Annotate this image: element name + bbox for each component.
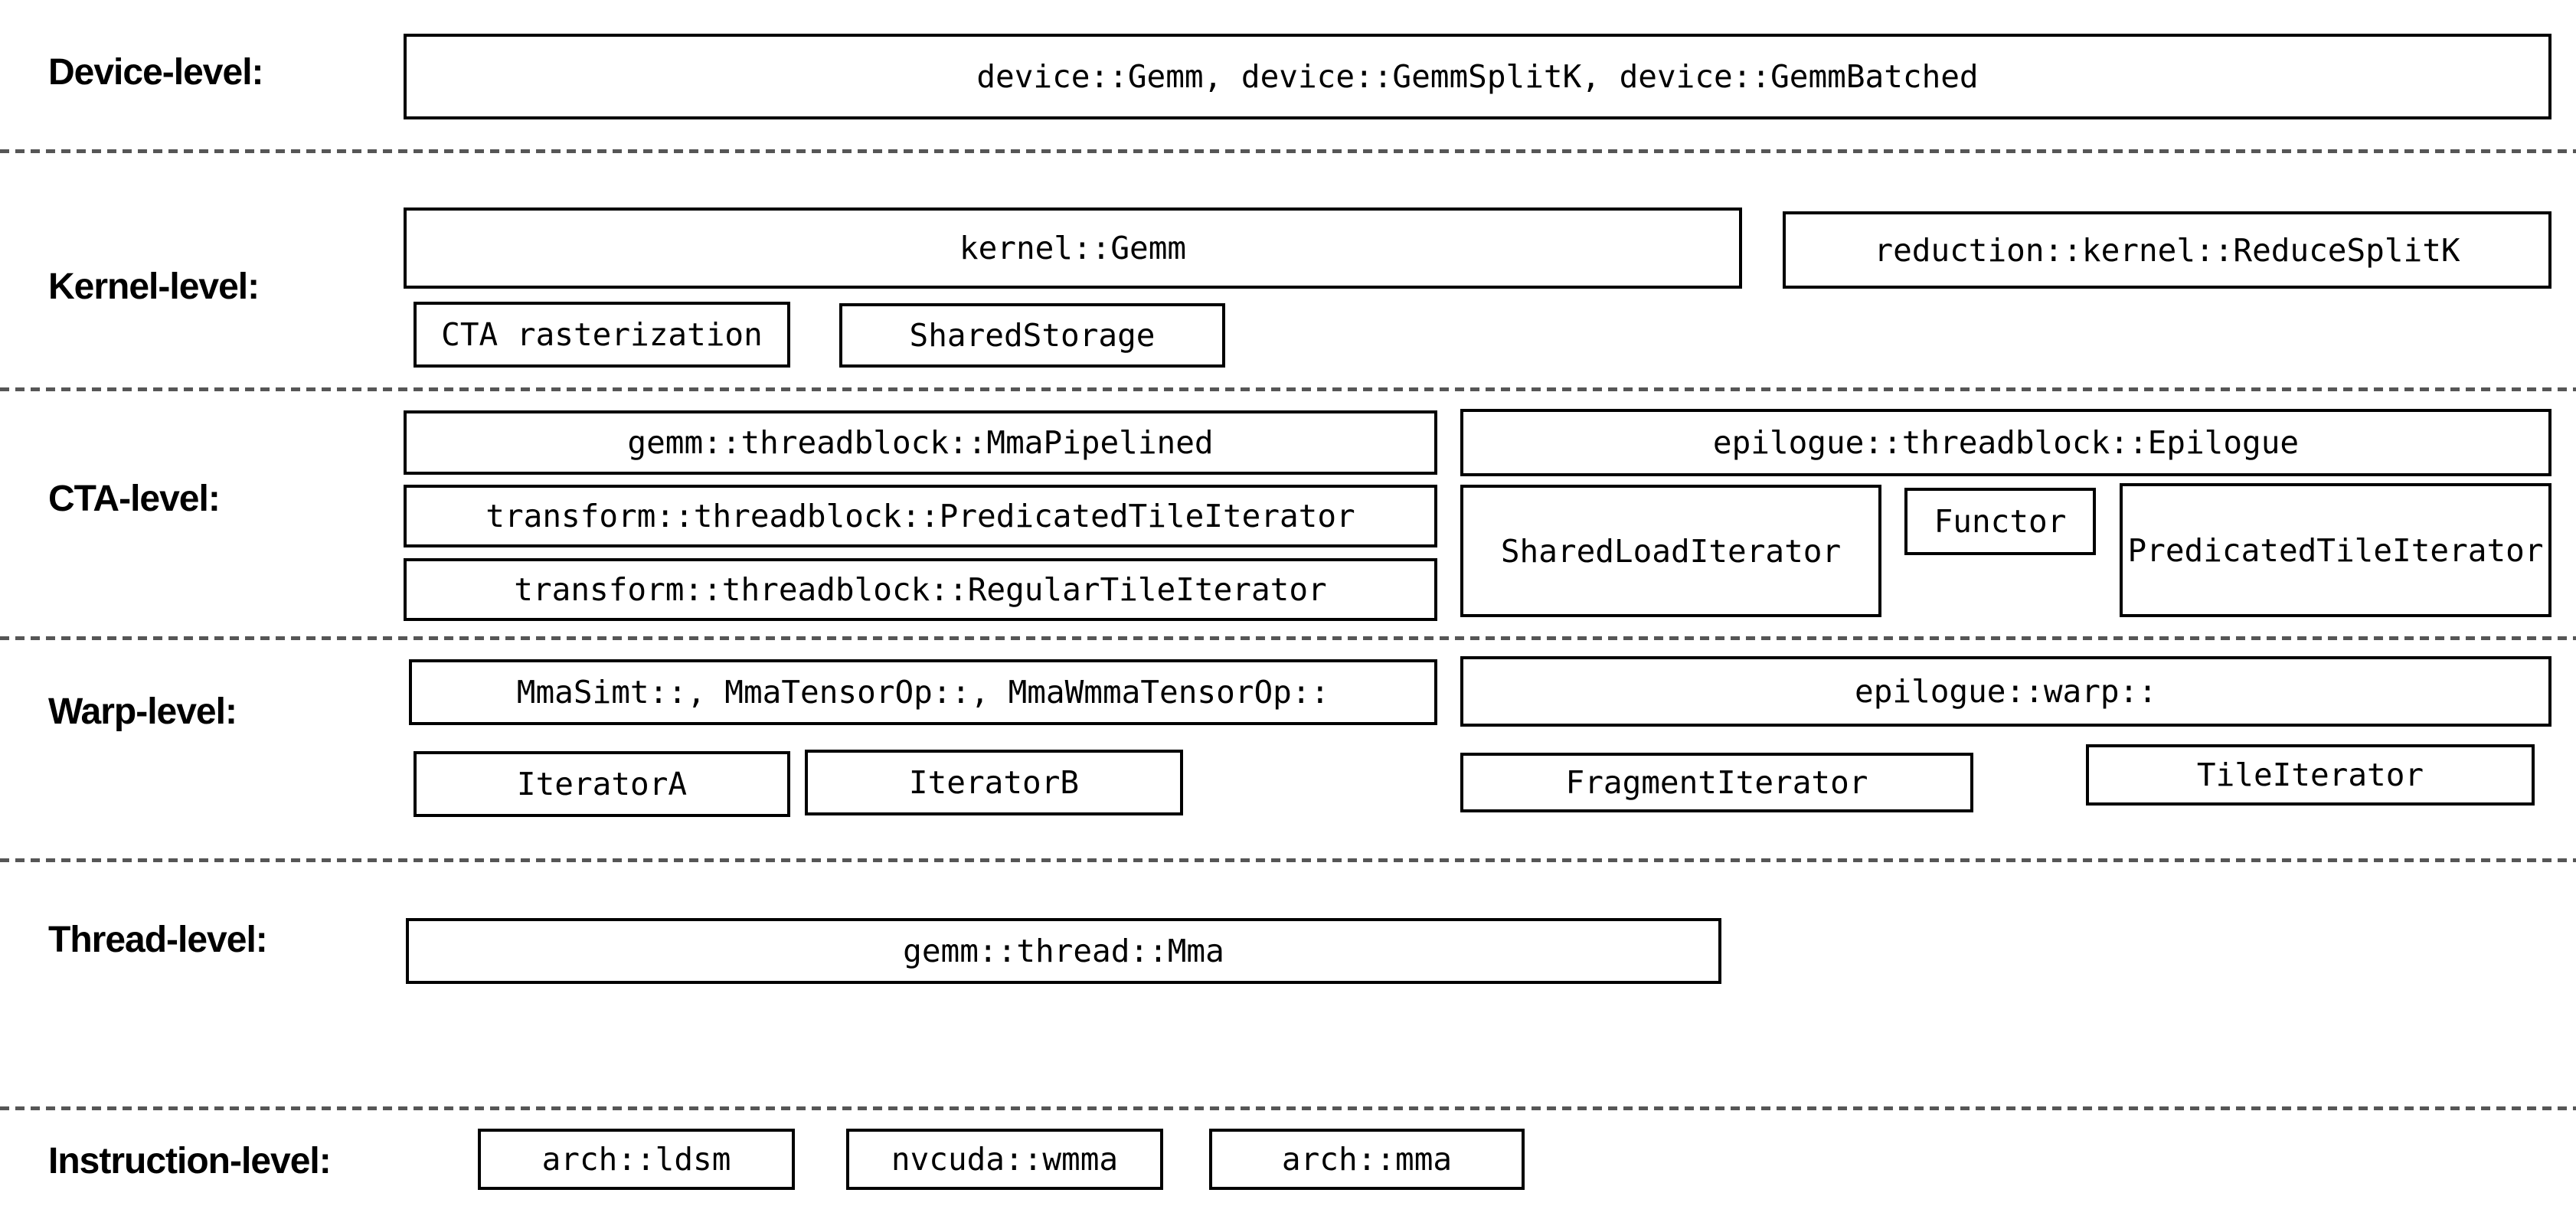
dashed-separator-3 (0, 636, 2576, 640)
box-shared-load-iterator: SharedLoadIterator (1460, 485, 1881, 617)
box-epilogue-predicated-tile-iterator: PredicatedTileIterator (2120, 483, 2551, 617)
dashed-separator-4 (0, 858, 2576, 862)
box-functor: Functor (1904, 488, 2096, 555)
dashed-separator-2 (0, 387, 2576, 391)
box-iterator-a: IteratorA (414, 751, 790, 817)
box-fragment-iterator: FragmentIterator (1460, 753, 1973, 812)
cta-level-label: CTA-level: (48, 479, 221, 519)
box-cta-rasterization: CTA rasterization (414, 302, 790, 368)
thread-level-label: Thread-level: (48, 920, 268, 960)
device-level-label: Device-level: (48, 52, 264, 93)
box-gemm-thread-mma: gemm::thread::Mma (406, 918, 1721, 984)
box-tile-iterator: TileIterator (2086, 744, 2535, 806)
box-epilogue-threadblock-epilogue: epilogue::threadblock::Epilogue (1460, 409, 2551, 476)
box-device-gemm-apis: device::Gemm, device::GemmSplitK, device… (404, 34, 2551, 119)
kernel-level-label: Kernel-level: (48, 266, 260, 307)
box-transform-threadblock-regular-tile-iterator: transform::threadblock::RegularTileItera… (404, 558, 1437, 621)
box-warp-mma-variants: MmaSimt::, MmaTensorOp::, MmaWmmaTensorO… (409, 659, 1437, 725)
box-iterator-b: IteratorB (805, 750, 1183, 815)
box-epilogue-warp: epilogue::warp:: (1460, 656, 2551, 727)
warp-level-label: Warp-level: (48, 691, 237, 732)
dashed-separator-5 (0, 1106, 2576, 1110)
box-nvcuda-wmma: nvcuda::wmma (846, 1129, 1163, 1190)
dashed-separator-1 (0, 149, 2576, 153)
box-arch-ldsm: arch::ldsm (478, 1129, 795, 1190)
box-gemm-threadblock-mma-pipelined: gemm::threadblock::MmaPipelined (404, 410, 1437, 475)
box-shared-storage: SharedStorage (839, 303, 1225, 368)
box-transform-threadblock-predicated-tile-iterator: transform::threadblock::PredicatedTileIt… (404, 485, 1437, 547)
box-kernel-gemm: kernel::Gemm (404, 208, 1742, 289)
instruction-level-label: Instruction-level: (48, 1141, 332, 1181)
box-arch-mma: arch::mma (1209, 1129, 1525, 1190)
box-reduction-kernel-reduce-splitk: reduction::kernel::ReduceSplitK (1783, 211, 2551, 289)
